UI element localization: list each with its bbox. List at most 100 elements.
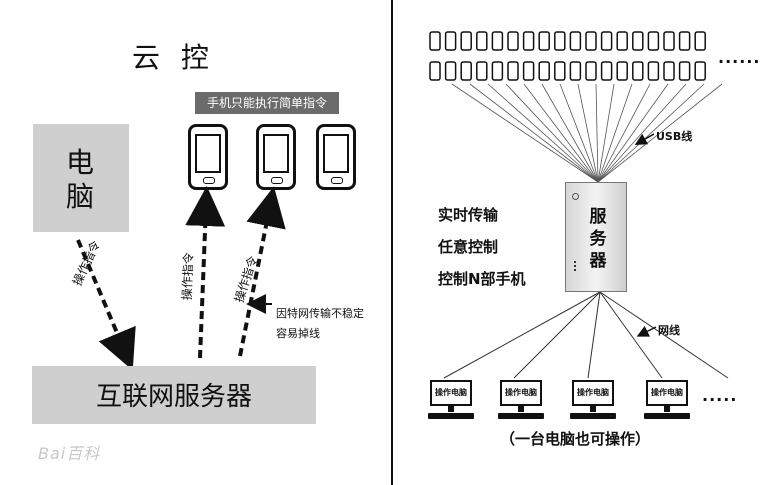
usb-cable-line xyxy=(597,83,633,183)
usb-cable-line xyxy=(597,83,687,183)
network-cables xyxy=(443,291,729,379)
mini-phone-icon xyxy=(538,61,550,81)
mini-phone-icon xyxy=(554,31,566,51)
note-line-2: 容易掉线 xyxy=(276,327,320,340)
mini-phone-icon xyxy=(647,31,660,51)
network-cable-line xyxy=(513,291,601,379)
baike-watermark: Bai百科 xyxy=(38,444,101,463)
network-cable-line xyxy=(443,291,601,379)
mini-phone-icon xyxy=(678,31,691,51)
operator-computer-icon: 操作电脑 xyxy=(646,380,688,406)
server-tower-label: 服务器 xyxy=(589,207,607,271)
network-cable-line xyxy=(599,291,729,379)
arrow-pc-to-server xyxy=(76,239,136,371)
usb-cables xyxy=(451,83,723,183)
mini-phone-icon xyxy=(600,61,613,81)
phones-caption: 手机只能执行简单指令 xyxy=(195,92,339,114)
feature-realtime: 实时传输 xyxy=(438,206,499,224)
mini-phone-icon xyxy=(476,31,488,51)
usb-cable-line xyxy=(559,83,599,183)
keyboard-icon xyxy=(498,413,544,419)
feature-n-phones: 控制N部手机 xyxy=(438,270,526,288)
internet-server-box xyxy=(32,366,316,424)
mini-phone-icon xyxy=(554,61,566,81)
mini-phone-icon xyxy=(632,31,644,51)
usb-cable-line xyxy=(487,83,599,183)
more-phones-dots: ...... xyxy=(718,48,761,67)
usb-cable-line xyxy=(597,83,615,183)
usb-cable-label: USB线 xyxy=(656,130,693,143)
monitor-stand xyxy=(664,406,670,412)
mini-phone-icon xyxy=(569,61,582,81)
operator-computer-icon: 操作电脑 xyxy=(430,380,472,406)
usb-cable-line xyxy=(451,83,599,183)
mini-phone-icon xyxy=(522,61,535,81)
usb-cable-line xyxy=(597,83,705,183)
monitor-stand xyxy=(590,406,596,412)
instability-note: 因特网传输不稳定 容易掉线 xyxy=(276,304,364,344)
mini-phone-icon xyxy=(663,61,675,81)
usb-cable-line xyxy=(595,83,599,183)
operator-computer-icon: 操作电脑 xyxy=(500,380,542,406)
mini-phone-icon xyxy=(616,31,628,51)
note-line-1: 因特网传输不稳定 xyxy=(276,307,364,320)
mini-phone-icon xyxy=(429,61,441,81)
monitor-stand xyxy=(448,406,454,412)
computer-box xyxy=(33,124,129,232)
mini-phone-icon xyxy=(444,31,457,51)
net-pointer-arrow xyxy=(636,325,657,337)
mini-phone-icon xyxy=(585,61,597,81)
mini-phone-icon xyxy=(678,61,691,81)
usb-pointer-arrow xyxy=(634,133,655,145)
phone-icon xyxy=(188,124,228,190)
mini-phone-icon xyxy=(616,61,628,81)
mini-phone-icon xyxy=(507,61,519,81)
network-cable-label: 网线 xyxy=(658,324,680,337)
mini-phone-icon xyxy=(491,31,504,51)
mini-phone-icon xyxy=(632,61,644,81)
mini-phone-icon xyxy=(585,31,597,51)
usb-cable-line xyxy=(541,83,599,183)
left-title: 云 控 xyxy=(132,41,215,74)
mini-phone-icon xyxy=(694,61,706,81)
usb-cable-line xyxy=(469,83,599,183)
mini-phone-icon xyxy=(694,31,706,51)
center-divider xyxy=(391,0,393,485)
arrow-label-phone-1: 操作指令 xyxy=(180,252,196,301)
mini-phone-icon xyxy=(538,31,550,51)
phone-row-top xyxy=(429,31,706,51)
operator-computer-icon: 操作电脑 xyxy=(572,380,614,406)
usb-cable-line xyxy=(597,83,723,183)
arrow-server-to-phone-1 xyxy=(185,186,226,359)
one-computer-caption: （一台电脑也可操作） xyxy=(500,430,651,448)
mini-phone-icon xyxy=(429,31,441,51)
usb-cable-line xyxy=(523,83,599,183)
mini-phone-icon xyxy=(507,31,519,51)
monitor-stand xyxy=(518,406,524,412)
keyboard-icon xyxy=(644,413,690,419)
network-cable-line xyxy=(587,291,601,379)
server-tower xyxy=(565,182,627,292)
left-arrows xyxy=(76,186,286,371)
internet-server-label: 互联网服务器 xyxy=(95,382,252,412)
usb-cable-line xyxy=(597,83,651,183)
mini-phone-icon xyxy=(476,61,488,81)
mini-phone-icon xyxy=(491,61,504,81)
mini-phone-icon xyxy=(460,61,472,81)
feature-any-control: 任意控制 xyxy=(438,238,499,256)
mini-phone-icon xyxy=(444,61,457,81)
mini-phone-icon xyxy=(569,31,582,51)
network-cable-line xyxy=(599,291,663,379)
mini-phone-icon xyxy=(522,31,535,51)
phone-icon xyxy=(316,124,356,190)
usb-cable-line xyxy=(597,83,669,183)
usb-cable-line xyxy=(577,83,599,183)
keyboard-icon xyxy=(428,413,474,419)
mini-phone-icon xyxy=(600,31,613,51)
mini-phone-icon xyxy=(460,31,472,51)
phone-row-bottom xyxy=(429,61,706,81)
computer-label: 电脑 xyxy=(65,146,94,213)
mini-phone-icon xyxy=(663,31,675,51)
more-computers-dots: ..... xyxy=(702,386,738,405)
mini-phone-icon xyxy=(647,61,660,81)
